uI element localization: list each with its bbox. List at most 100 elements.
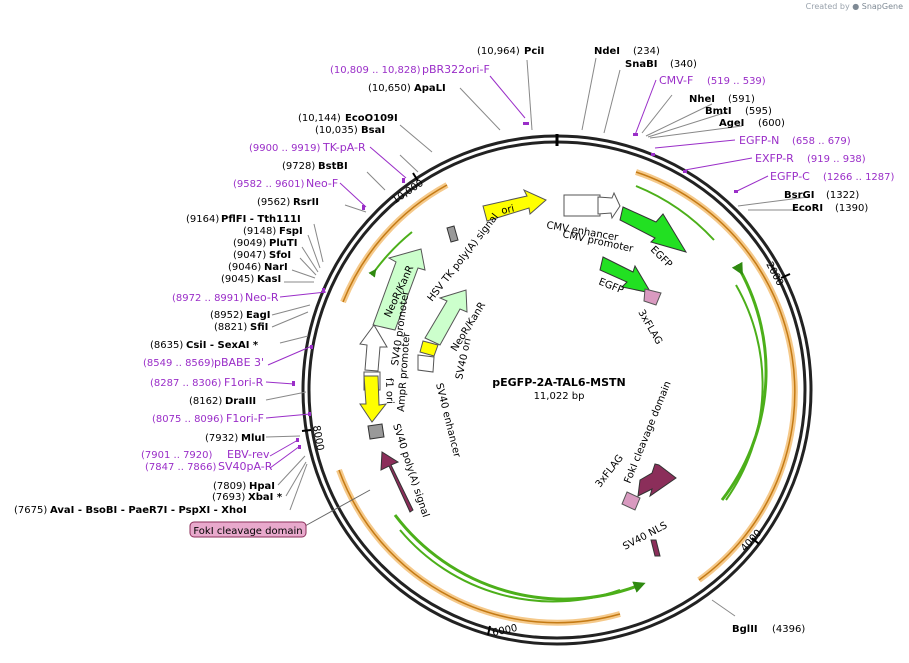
site-sfii: (8821)SfiI [214,322,268,333]
site-apali: (10,650)ApaLI [368,83,446,94]
tick-8000: 8000 [301,425,325,452]
svg-text:AgeI: AgeI [719,118,744,129]
svg-text:EGFP-C: EGFP-C [770,170,810,183]
site-avai-xhoi: (7675)AvaI - BsoBI - PaeR7I - PspXI - Xh… [14,505,247,516]
svg-text:(9148): (9148) [243,226,276,237]
svg-text:(9045): (9045) [221,274,254,285]
site-bsai: (10,035)BsaI [315,125,385,136]
svg-text:(519 .. 539): (519 .. 539) [707,76,766,87]
site-sfoi: (9047)SfoI [233,250,291,261]
svg-text:NdeI: NdeI [594,46,620,57]
svg-text:(9046): (9046) [228,262,261,273]
site-draiii: (8162)DraIII [189,396,256,407]
primer-f1ori-r: (8287 .. 8306)F1ori-R [150,376,264,389]
plasmid-size: 11,022 bp [534,391,585,402]
feature-egfp-outer: EGFP [619,206,688,270]
svg-text:(8549 .. 8569): (8549 .. 8569) [143,358,215,369]
feature-f1-ori: f1 ori [359,375,395,423]
svg-text:(4396): (4396) [772,624,805,635]
svg-text:(9049): (9049) [233,238,266,249]
site-agei: AgeI (600) [719,118,785,129]
svg-text:(8952): (8952) [210,310,243,321]
svg-text:(10,809 .. 10,828): (10,809 .. 10,828) [330,65,421,76]
svg-text:(9582 .. 9601): (9582 .. 9601) [233,179,305,190]
feature-sv40-nls: SV40 NLS [621,520,669,557]
svg-text:(7675): (7675) [14,505,47,516]
svg-text:(10,650): (10,650) [368,83,411,94]
leader-lines [265,57,809,617]
primer-exfp-r: EXFP-R (919 .. 938) [755,152,866,165]
svg-text:EcoO109I: EcoO109I [345,113,398,124]
svg-text:EGFP: EGFP [648,244,674,270]
tick-label-6000: 6000 [491,623,518,639]
site-nari: (9046)NarI [228,262,288,273]
svg-text:SV40 enhancer: SV40 enhancer [433,382,462,459]
primer-cmv-f: CMV-F(519 .. 539) [659,74,766,87]
site-mlui: (7932)MluI [205,433,265,444]
site-bsrgi: BsrGI (1322) [784,190,859,201]
site-hpai: (7809)HpaI [213,481,275,492]
site-labels: (10,964)PciI NdeI(234) SnaBI(340) (10,65… [14,46,868,635]
primer-tk-pa-r: (9900 .. 9919)TK-pA-R [249,141,366,154]
svg-text:PciI: PciI [524,46,544,57]
feature-ori: ori [482,188,547,222]
primer-pbr322ori-f: (10,809 .. 10,828)pBR322ori-F [330,63,490,76]
svg-text:BmtI: BmtI [705,106,732,117]
site-pflfi-tth111i: (9164)PflFI - Tth111I [186,214,301,225]
svg-text:(919 .. 938): (919 .. 938) [807,154,866,165]
tick-6000: 6000 [487,623,519,639]
svg-text:FokI cleavage domain: FokI cleavage domain [623,380,674,485]
svg-text:(600): (600) [758,118,785,129]
svg-text:EagI: EagI [246,310,270,321]
svg-text:SnaBI: SnaBI [625,59,657,70]
site-nhei: NheI (591) [689,94,755,105]
feature-foki-bottom-left [380,451,414,513]
svg-text:BsrGI: BsrGI [784,190,814,201]
site-eagi: (8952)EagI [210,310,270,321]
svg-text:DraIII: DraIII [225,396,256,407]
site-bstbi: (9728)BstBI [282,161,348,172]
svg-text:(1322): (1322) [826,190,859,201]
svg-text:MluI: MluI [241,433,265,444]
svg-text:(7932): (7932) [205,433,238,444]
site-fspi: (9148)FspI [243,226,303,237]
site-bmti: BmtI (595) [705,106,772,117]
svg-text:(1390): (1390) [835,203,868,214]
svg-text:SfiI: SfiI [250,322,268,333]
site-rsrii: (9562)RsrII [257,197,319,208]
feature-foki-right: FokI cleavage domain [623,380,677,498]
svg-text:(10,144): (10,144) [298,113,341,124]
plasmid-name: pEGFP-2A-TAL6-MSTN [492,376,625,389]
svg-text:BstBI: BstBI [318,161,348,172]
primer-f1ori-f: (8075 .. 8096)F1ori-F [152,412,264,425]
credit-text: Created by [805,2,850,11]
svg-text:(9164): (9164) [186,214,219,225]
svg-text:SV40pA-R: SV40pA-R [218,460,273,473]
primer-sv40pa-r: (7847 .. 7866)SV40pA-R [145,460,273,473]
svg-text:EcoRI: EcoRI [792,203,823,214]
credit-brand: SnapGene [861,2,903,11]
svg-text:FspI: FspI [279,226,303,237]
svg-text:PflFI - Tth111I: PflFI - Tth111I [221,214,301,225]
svg-text:AvaI - BsoBI - PaeR7I - Psp: AvaI - BsoBI - PaeR7I - PspXI - XhoI [50,505,247,516]
site-pluti: (9049)PluTI [233,238,297,249]
svg-text:f1 ori: f1 ori [383,378,395,404]
foki-callout: FokI cleavage domain [189,489,371,538]
site-ndei: NdeI (234) [594,46,660,57]
primer-egfp-c: EGFP-C(1266 .. 1287) [770,170,895,183]
svg-text:TK-pA-R: TK-pA-R [322,141,366,154]
svg-text:Neo-R: Neo-R [245,291,279,304]
svg-text:NheI: NheI [689,94,715,105]
svg-text:(10,964): (10,964) [477,46,520,57]
svg-text:(8972 .. 8991): (8972 .. 8991) [172,293,244,304]
svg-text:(591): (591) [728,94,755,105]
primer-marks [292,122,738,449]
svg-text:3xFLAG: 3xFLAG [635,308,664,347]
svg-text:(595): (595) [745,106,772,117]
svg-text:(9900 .. 9919): (9900 .. 9919) [249,143,321,154]
svg-text:EBV-rev: EBV-rev [227,448,270,461]
svg-text:(234): (234) [633,46,660,57]
svg-text:EGFP-N: EGFP-N [739,134,779,147]
svg-text:EXFP-R: EXFP-R [755,152,794,165]
